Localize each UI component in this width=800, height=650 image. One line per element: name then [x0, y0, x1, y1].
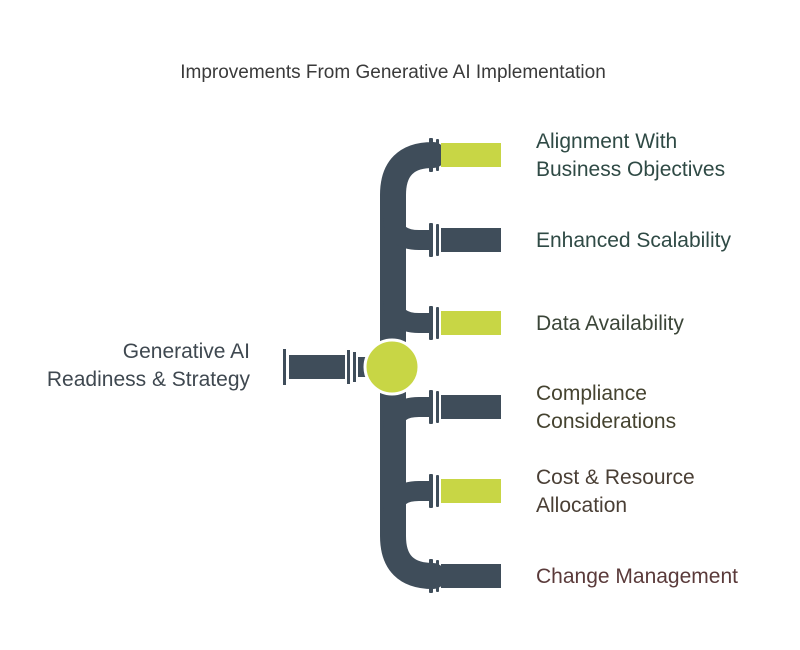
source-flange-right-outer — [347, 350, 350, 384]
branch-elbow-3 — [383, 300, 431, 333]
branch-elbow-4 — [383, 397, 431, 430]
pipe-network — [283, 138, 501, 593]
output-pipe-1 — [441, 143, 501, 167]
flange-outer-5 — [429, 474, 433, 508]
output-label-1-line-2: Business Objectives — [536, 158, 725, 181]
flange-outer-4 — [429, 390, 433, 424]
flange-inner-2 — [436, 224, 439, 256]
hub-node — [363, 338, 421, 396]
output-pipe-6 — [441, 564, 501, 588]
flange-outer-2 — [429, 223, 433, 257]
output-label-1-line-1: Alignment With — [536, 130, 677, 153]
source-pipe — [289, 355, 345, 379]
diagram-title: Improvements From Generative AI Implemen… — [180, 62, 606, 83]
flange-inner-3 — [436, 307, 439, 339]
source-label-line-2: Readiness & Strategy — [47, 368, 251, 391]
branch-elbow-2 — [383, 217, 431, 250]
source-node: Generative AI Readiness & Strategy — [47, 340, 251, 391]
output-label-3-line-1: Data Availability — [536, 312, 684, 335]
output-label-6-line-1: Change Management — [536, 565, 738, 588]
output-label-2-line-1: Enhanced Scalability — [536, 229, 731, 252]
output-label-4-line-1: Compliance — [536, 382, 647, 405]
output-pipe-4 — [441, 395, 501, 419]
flange-inner-5 — [436, 475, 439, 507]
source-flange-left — [283, 349, 286, 385]
flange-inner-4 — [436, 391, 439, 423]
flange-inner-1 — [436, 139, 439, 171]
output-label-5-line-2: Allocation — [536, 494, 627, 517]
flange-outer-3 — [429, 306, 433, 340]
output-pipe-3 — [441, 311, 501, 335]
source-flange-right-inner — [353, 352, 356, 382]
flange-outer-6 — [429, 559, 433, 593]
output-label-5-line-1: Cost & Resource — [536, 466, 695, 489]
output-label-4-line-2: Considerations — [536, 410, 676, 433]
source-label-line-1: Generative AI — [123, 340, 250, 363]
flange-inner-6 — [436, 560, 439, 592]
flange-outer-1 — [429, 138, 433, 172]
output-pipe-5 — [441, 479, 501, 503]
branch-elbow-5 — [383, 481, 431, 514]
output-pipe-2 — [441, 228, 501, 252]
